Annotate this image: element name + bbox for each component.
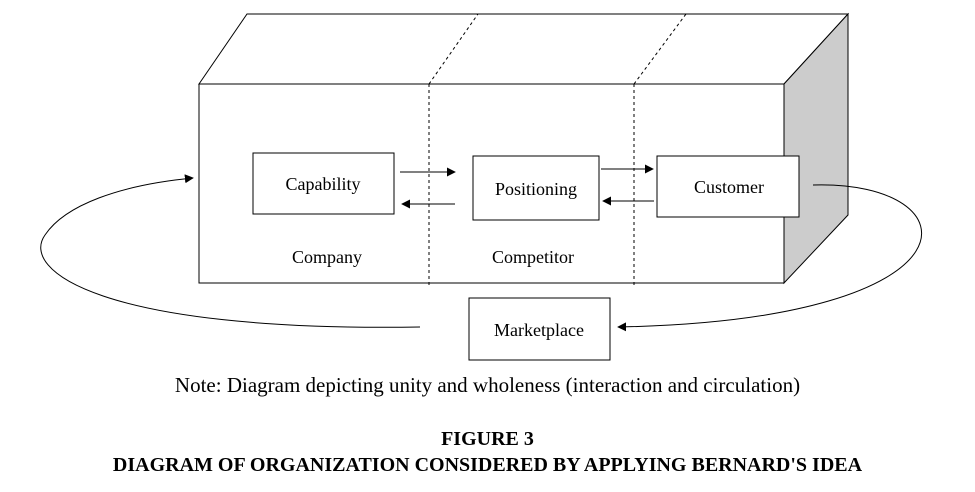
competitor-zone-label: Competitor xyxy=(492,247,574,267)
marketplace-label: Marketplace xyxy=(494,320,584,340)
arrow-customer-to-marketplace xyxy=(617,184,923,332)
figure-title: DIAGRAM OF ORGANIZATION CONSIDERED BY AP… xyxy=(112,454,863,476)
capability-label: Capability xyxy=(286,174,361,194)
capability-box: Capability xyxy=(252,152,395,215)
figure-number: FIGURE 3 xyxy=(441,428,534,450)
diagram-note: Note: Diagram depicting unity and wholen… xyxy=(174,373,801,397)
positioning-label: Positioning xyxy=(495,179,577,199)
divider-competitor-customer xyxy=(633,13,687,288)
customer-label: Customer xyxy=(694,177,764,197)
divider-company-competitor xyxy=(428,13,479,288)
company-zone-label: Company xyxy=(292,247,362,267)
block-top-face xyxy=(198,13,850,85)
customer-box: Customer xyxy=(656,155,800,218)
arrow-marketplace-to-company xyxy=(40,174,421,328)
positioning-box: Positioning xyxy=(472,155,600,221)
marketplace-box: Marketplace xyxy=(468,297,611,361)
